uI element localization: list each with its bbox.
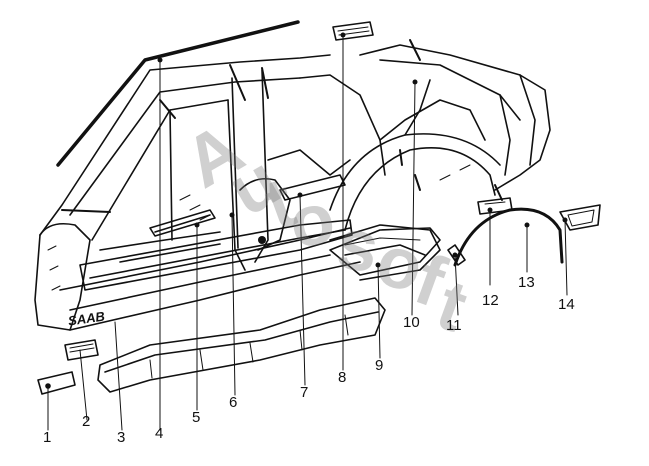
callout-9: 9 xyxy=(375,357,384,374)
rear-quarter-trim xyxy=(329,227,441,276)
callout-1: 1 xyxy=(43,429,52,446)
callout-10: 10 xyxy=(403,314,420,331)
rear-reflector xyxy=(559,204,601,231)
callout-11: 11 xyxy=(446,317,462,334)
callout-4: 4 xyxy=(155,425,164,442)
clip-marks xyxy=(61,39,503,213)
leader-dots xyxy=(157,32,568,268)
car-body-side xyxy=(34,44,551,331)
roof-moulding xyxy=(56,20,300,167)
callout-3: 3 xyxy=(117,429,126,446)
callout-7: 7 xyxy=(300,384,309,401)
callout-12: 12 xyxy=(482,292,499,309)
side-marker-lamp xyxy=(477,197,513,215)
callout-13: 13 xyxy=(518,274,535,291)
leader-lines xyxy=(47,34,568,431)
callout-6: 6 xyxy=(229,394,238,411)
roof-vent xyxy=(332,21,374,41)
wheel-arch-moulding xyxy=(447,207,564,267)
callout-14: 14 xyxy=(558,296,575,313)
bracket-part xyxy=(64,339,99,361)
lower-sill-cover xyxy=(97,297,386,393)
callout-2: 2 xyxy=(82,413,91,430)
callout-5: 5 xyxy=(192,409,201,426)
callout-8: 8 xyxy=(338,369,347,386)
front-side-marker xyxy=(37,371,76,395)
sill-trim-strip xyxy=(149,209,216,237)
